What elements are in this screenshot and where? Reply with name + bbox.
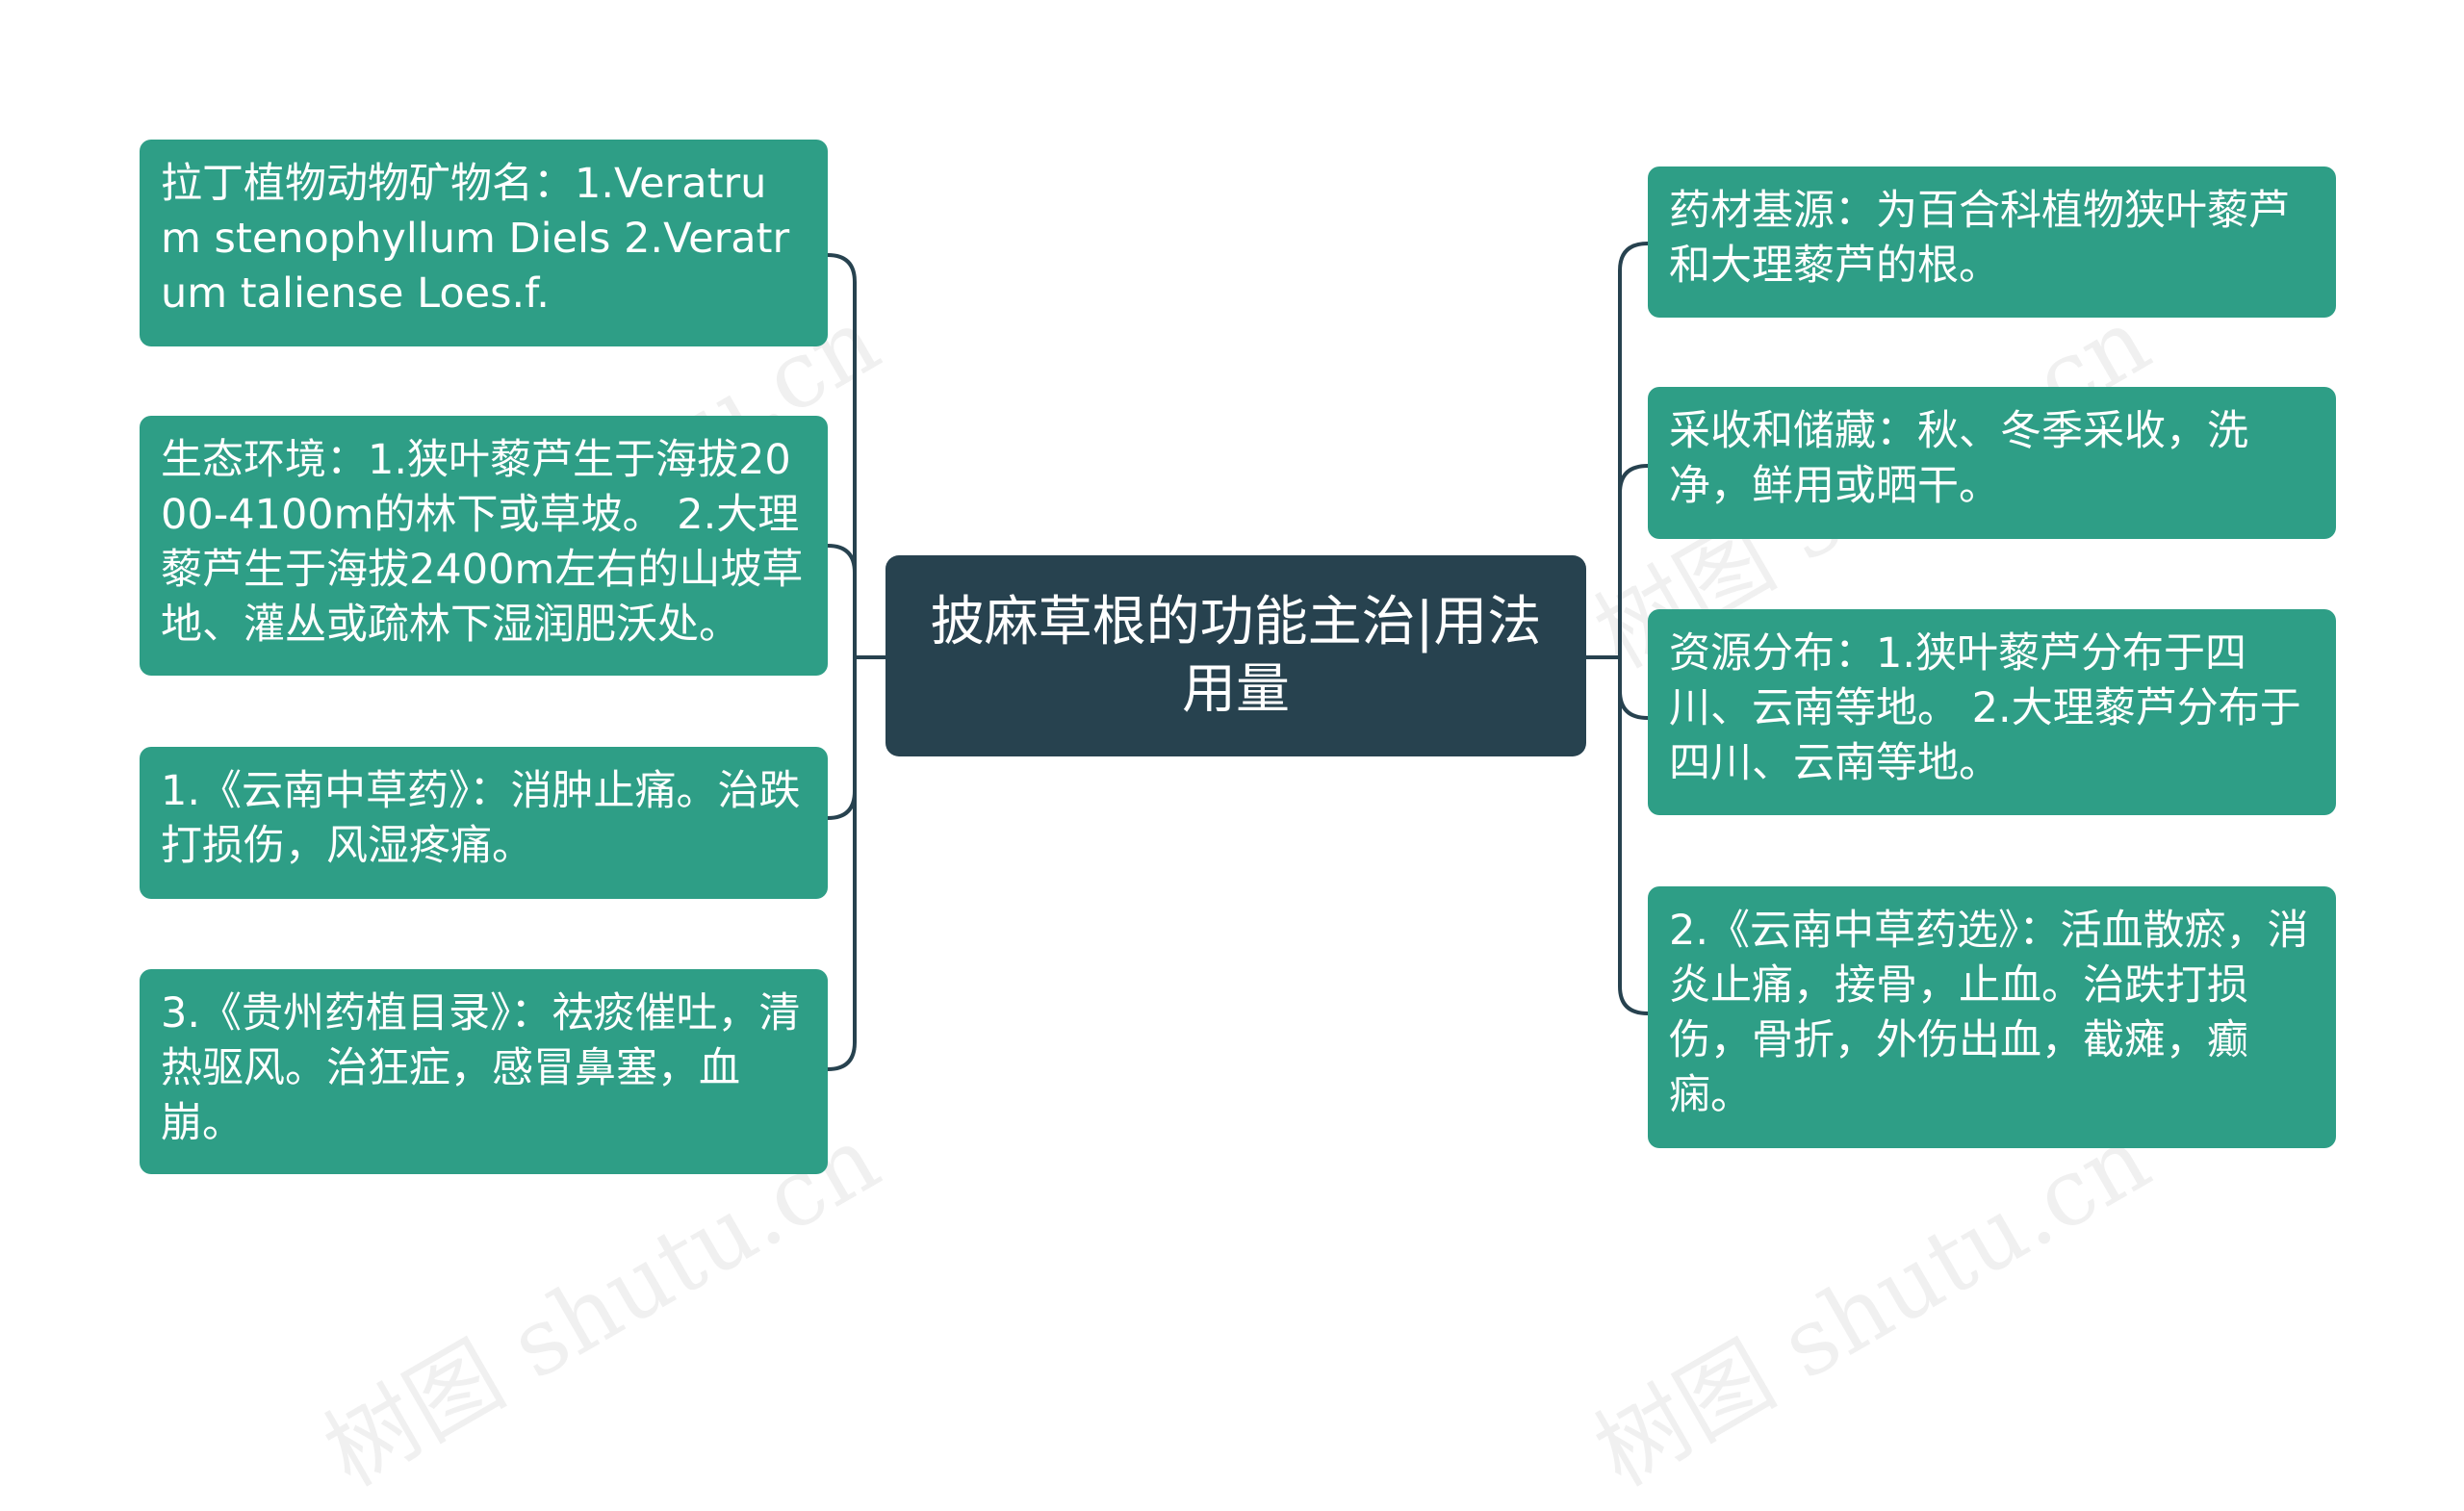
central-topic-label: 披麻草根的功能主治|用法用量 <box>930 590 1542 721</box>
branch-node-latin-name[interactable]: 拉丁植物动物矿物名：1.Veratrum stenophyllum Diels … <box>140 140 828 346</box>
connector-left-4 <box>827 657 857 1071</box>
branch-node-harvest-storage[interactable]: 采收和储藏：秋、冬季采收，洗净，鲜用或晒干。 <box>1648 387 2336 539</box>
central-topic[interactable]: 披麻草根的功能主治|用法用量 <box>886 555 1586 756</box>
connector-left-2 <box>827 544 857 657</box>
connector-left-1 <box>827 253 857 657</box>
branch-node-source[interactable]: 药材基源：为百合科植物狭叶藜芦和大理藜芦的根。 <box>1648 166 2336 318</box>
branch-node-label: 3.《贵州药植目录》：祛痰催吐，清热驱风。治狂症，感冒鼻塞，血崩。 <box>161 989 801 1147</box>
mind-map-canvas: 树图 shutu.cn 树图 shutu.cn 树图 shutu.cn 树图 s… <box>140 140 2336 1507</box>
branch-node-label: 生态环境：1.狭叶藜芦生于海拔2000-4100m的林下或草坡。 2.大理藜芦生… <box>161 436 804 649</box>
branch-node-yunnan-herbs[interactable]: 1.《云南中草药》：消肿止痛。治跌打损伤，风湿疼痛。 <box>140 747 828 899</box>
branch-node-label: 采收和储藏：秋、冬季采收，洗净，鲜用或晒干。 <box>1669 407 2248 510</box>
branch-node-label: 2.《云南中草药选》：活血散瘀，消炎止痛，接骨，止血。治跌打损伤，骨折，外伤出血… <box>1669 907 2309 1119</box>
connector-left-3 <box>827 657 857 820</box>
connector-right-2 <box>1618 464 1649 657</box>
branch-node-label: 药材基源：为百合科植物狭叶藜芦和大理藜芦的根。 <box>1669 187 2290 290</box>
branch-node-habitat[interactable]: 生态环境：1.狭叶藜芦生于海拔2000-4100m的林下或草坡。 2.大理藜芦生… <box>140 416 828 676</box>
connector-right-3 <box>1618 657 1649 720</box>
branch-node-distribution[interactable]: 资源分布：1.狭叶藜芦分布于四川、云南等地。 2.大理藜芦分布于四川、云南等地。 <box>1648 609 2336 815</box>
branch-node-yunnan-herbs-selected[interactable]: 2.《云南中草药选》：活血散瘀，消炎止痛，接骨，止血。治跌打损伤，骨折，外伤出血… <box>1648 886 2336 1148</box>
connector-lines <box>827 242 1649 1071</box>
connector-right-1 <box>1618 242 1649 657</box>
branch-node-label: 资源分布：1.狭叶藜芦分布于四川、云南等地。 2.大理藜芦分布于四川、云南等地。 <box>1669 629 2301 787</box>
branch-node-label: 1.《云南中草药》：消肿止痛。治跌打损伤，风湿疼痛。 <box>161 767 801 870</box>
connector-right-4 <box>1618 657 1649 1015</box>
branch-node-label: 拉丁植物动物矿物名：1.Veratrum stenophyllum Diels … <box>161 160 790 318</box>
branch-node-guizhou-catalog[interactable]: 3.《贵州药植目录》：祛痰催吐，清热驱风。治狂症，感冒鼻塞，血崩。 <box>140 969 828 1174</box>
